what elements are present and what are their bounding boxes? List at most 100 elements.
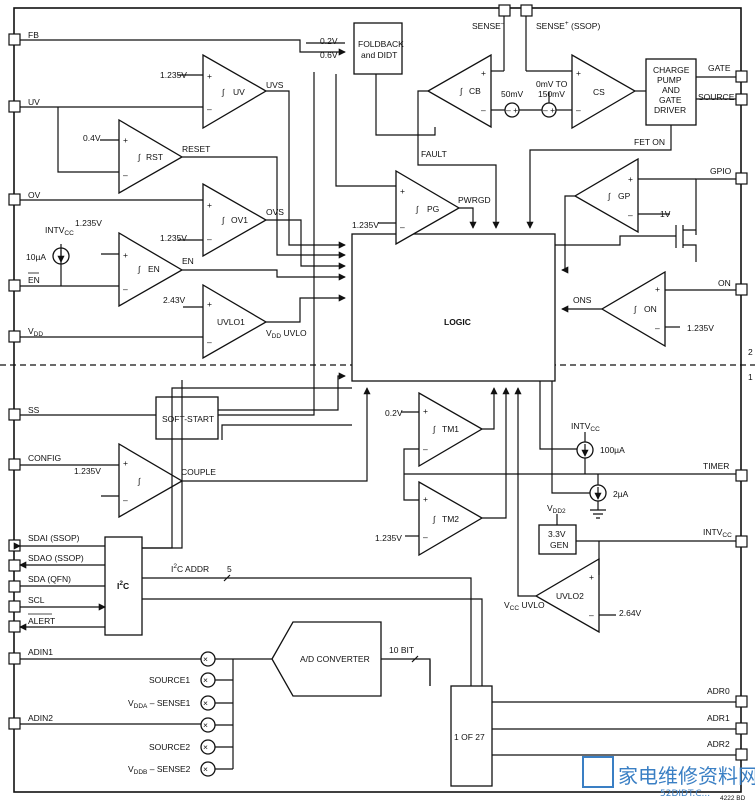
soft-start-label: SOFT-START	[162, 414, 214, 424]
pin-adr0[interactable]	[735, 695, 748, 708]
pin-sense-minus[interactable]	[498, 4, 511, 17]
pin-on[interactable]	[735, 283, 748, 296]
svg-text:∫: ∫	[415, 204, 419, 214]
pin-sdao[interactable]	[8, 559, 21, 572]
pin-uv[interactable]	[8, 100, 21, 113]
svg-text:+: +	[400, 186, 405, 196]
pin-en-label: EN	[28, 275, 40, 285]
svg-text:∫: ∫	[137, 152, 141, 162]
svg-text:– +: – +	[543, 105, 555, 115]
pin-scl[interactable]	[8, 600, 21, 613]
comparator-ov1: +– ∫	[202, 182, 268, 258]
svg-text:+: +	[207, 299, 212, 309]
svg-text:–: –	[481, 105, 486, 115]
mux-sense1: VDDA – SENSE1	[128, 698, 191, 710]
sig-reset: RESET	[182, 144, 210, 154]
svg-text:–: –	[123, 495, 128, 505]
svg-text:+: +	[628, 174, 633, 184]
pin-ov[interactable]	[8, 193, 21, 206]
ref-en: 1.235V	[75, 218, 102, 228]
pin-intvcc[interactable]	[735, 535, 748, 548]
i2c-block	[104, 536, 143, 636]
pin-sense-plus-label: SENSE+ (SSOP)	[536, 20, 600, 31]
pin-ss[interactable]	[8, 408, 21, 421]
svg-text:∫: ∫	[432, 514, 436, 524]
svg-text:+: +	[589, 572, 594, 582]
pin-sda[interactable]	[8, 580, 21, 593]
pin-sense-plus[interactable]	[520, 4, 533, 17]
intvcc-label-left: INTVCC	[45, 225, 74, 237]
comparator-pg: +– ∫	[395, 169, 461, 246]
pin-config[interactable]	[8, 458, 21, 471]
svg-text:+: +	[207, 71, 212, 81]
svg-text:–: –	[123, 170, 128, 180]
sig-vdd-uvlo: VDD UVLO	[266, 328, 307, 340]
comp-uvlo2-label: UVLO2	[556, 591, 584, 601]
ref-rst: 0.4V	[83, 133, 101, 143]
pin-vdd[interactable]	[8, 330, 21, 343]
pin-sdai[interactable]	[8, 539, 21, 552]
foldback-label-2: and DIDT	[361, 50, 397, 60]
pin-adr2-label: ADR2	[707, 739, 730, 749]
comparator-uv: +– ∫	[202, 53, 268, 130]
ref-tm2: 1.235V	[375, 533, 402, 543]
svg-text:–: –	[207, 337, 212, 347]
vdd2-label: VDD2	[547, 503, 566, 515]
sig-pwrgd: PWRGD	[458, 195, 491, 205]
one-of-27-block	[450, 685, 493, 787]
svg-text:–: –	[628, 210, 633, 220]
svg-text:∫: ∫	[221, 215, 225, 225]
sig-10bit: 10 BIT	[389, 645, 414, 655]
sig-ovs: OVS	[266, 207, 284, 217]
pin-ss-label: SS	[28, 405, 40, 415]
ref-pg: 1.235V	[352, 220, 379, 230]
pin-source-label: SOURCE	[698, 92, 735, 102]
svg-text:+: +	[423, 406, 428, 416]
charge-pump-block	[645, 58, 697, 126]
svg-text:×: ×	[203, 654, 208, 664]
pin-fb[interactable]	[8, 33, 21, 46]
svg-text:+: +	[576, 68, 581, 78]
figure-id: 4222 BD	[720, 795, 746, 802]
pin-alert[interactable]	[8, 620, 21, 633]
sig-couple: COUPLE	[181, 467, 216, 477]
svg-text:∫: ∫	[633, 304, 637, 314]
pin-sense-minus-label: SENSE–	[472, 20, 505, 31]
comp-tm1-label: TM1	[442, 424, 459, 434]
pin-adin1[interactable]	[8, 652, 21, 665]
comp-en-label: EN	[148, 264, 160, 274]
pin-gpio[interactable]	[735, 172, 748, 185]
pin-source[interactable]	[735, 93, 748, 106]
charge-pump-label-2: PUMP	[657, 75, 682, 85]
gen-block	[538, 524, 577, 555]
pin-timer[interactable]	[735, 469, 748, 482]
pin-adr2[interactable]	[735, 748, 748, 761]
svg-text:–: –	[655, 323, 660, 333]
pin-en[interactable]	[8, 279, 21, 292]
edge-mark-top: 2	[748, 347, 753, 357]
charge-pump-label-3: AND	[662, 85, 680, 95]
ref-uvlo2: 2.64V	[619, 608, 642, 618]
svg-text:–: –	[589, 610, 594, 620]
mux-source2: SOURCE2	[149, 742, 190, 752]
ref-tm1: 0.2V	[385, 408, 403, 418]
pin-adin2[interactable]	[8, 717, 21, 730]
svg-text:×: ×	[203, 720, 208, 730]
pin-gpio-label: GPIO	[710, 166, 732, 176]
watermark-logo	[582, 756, 614, 788]
svg-text:+: +	[423, 494, 428, 504]
comp-rst-label: RST	[146, 152, 163, 162]
svg-text:–: –	[207, 234, 212, 244]
pin-gate[interactable]	[735, 70, 748, 83]
svg-text:–: –	[207, 104, 212, 114]
charge-pump-label-5: DRIVER	[654, 105, 686, 115]
svg-text:+: +	[123, 458, 128, 468]
charge-pump-label-4: GATE	[659, 95, 682, 105]
svg-text:×: ×	[203, 698, 208, 708]
comparator-gp: +– ∫	[573, 157, 639, 234]
comp-cs-label: CS	[593, 87, 605, 97]
ref-2ua: 2µA	[613, 489, 629, 499]
comparator-uvlo1: +–	[202, 283, 268, 360]
pin-adr1[interactable]	[735, 722, 748, 735]
comp-on-label: ON	[644, 304, 657, 314]
